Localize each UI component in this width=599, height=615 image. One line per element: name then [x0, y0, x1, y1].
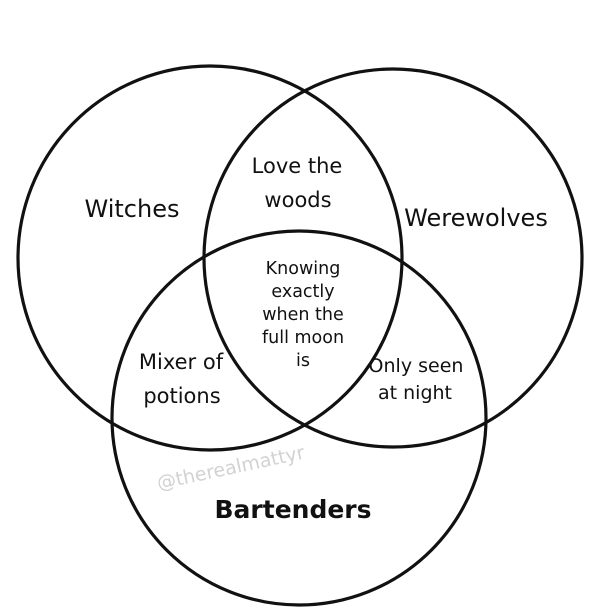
werewolves-label: Werewolves — [404, 204, 548, 232]
bartenders-label: Bartenders — [214, 495, 371, 524]
all-three-intersection: Knowing exactly when the full moon is — [262, 259, 344, 371]
witches-label: Witches — [85, 195, 180, 223]
center-line-2: exactly — [271, 282, 334, 302]
center-line-4: full moon — [262, 328, 344, 348]
werewolves-bartenders-line-2: at night — [378, 382, 452, 404]
center-line-3: when the — [262, 305, 344, 325]
werewolves-bartenders-intersection: Only seen at night — [369, 355, 464, 404]
witches-werewolves-line-2: woods — [264, 188, 331, 212]
werewolves-bartenders-line-1: Only seen — [369, 355, 464, 377]
witches-werewolves-line-1: Love the — [252, 154, 343, 178]
witches-bartenders-line-2: potions — [143, 384, 220, 408]
bartenders-circle — [110, 229, 488, 607]
center-line-1: Knowing — [266, 259, 341, 279]
center-line-5: is — [296, 351, 310, 371]
witches-bartenders-line-1: Mixer of — [139, 350, 224, 374]
witches-circle — [16, 64, 404, 452]
witches-werewolves-intersection: Love the woods — [252, 154, 343, 212]
witches-bartenders-intersection: Mixer of potions — [139, 350, 224, 408]
